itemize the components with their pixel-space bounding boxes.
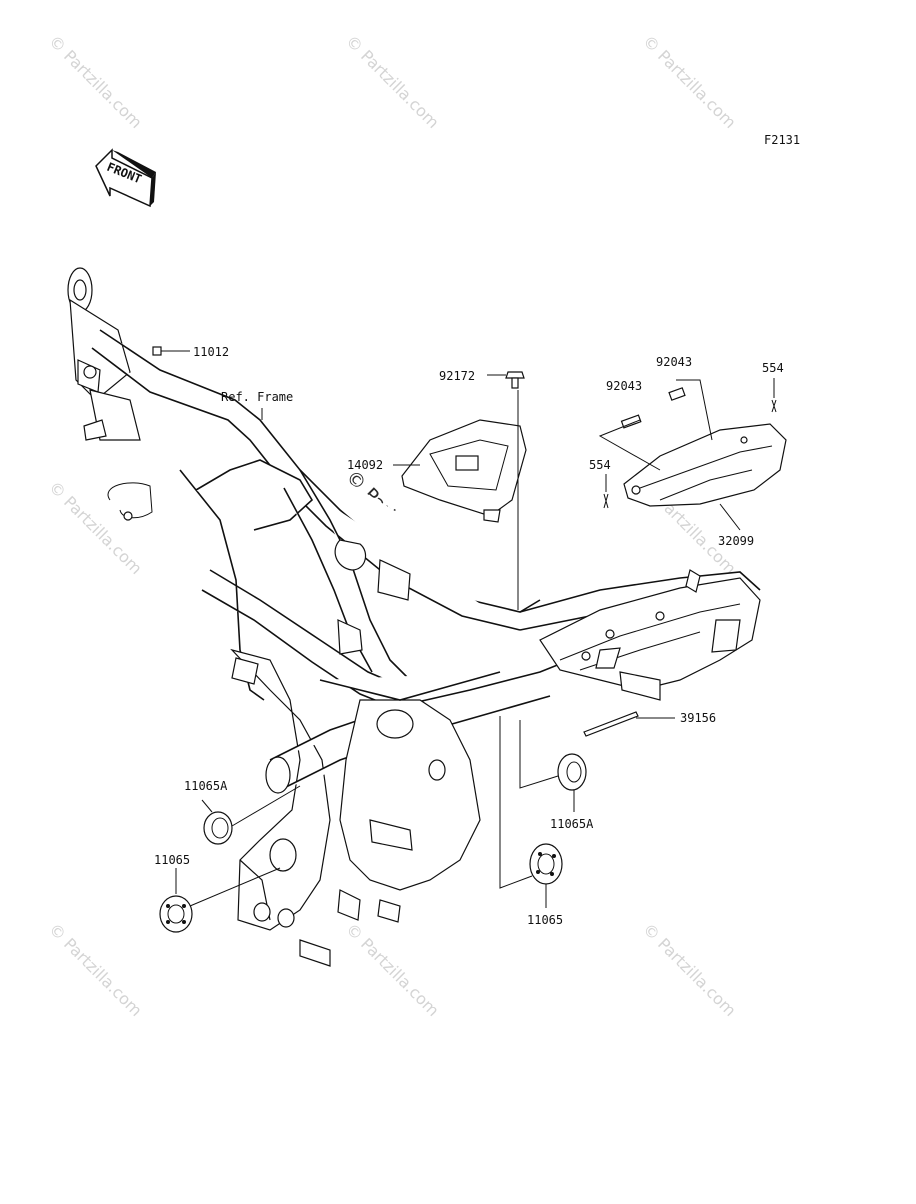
label-14092: 14092 xyxy=(347,458,383,472)
part-554-clip-a xyxy=(771,399,777,413)
watermark: © Partzilla.com xyxy=(639,31,740,132)
label-554-b: 554 xyxy=(589,458,611,472)
part-11065-cap-right xyxy=(529,843,563,885)
label-92172: 92172 xyxy=(439,369,475,383)
leader-lines xyxy=(161,350,775,908)
part-11065-cap-left xyxy=(159,895,193,933)
watermark: © Partzilla.com xyxy=(342,919,443,1020)
part-11065A-cap-right xyxy=(557,753,587,791)
part-32099-cover xyxy=(623,423,787,507)
label-92043-b: 92043 xyxy=(606,379,642,393)
part-39156-rod xyxy=(583,711,639,737)
label-ref-frame: Ref. Frame xyxy=(221,390,293,404)
watermark: © Partzilla.com xyxy=(45,477,146,578)
watermark: © Partzilla.com xyxy=(342,31,443,132)
watermark: © Partzilla.com xyxy=(45,919,146,1020)
label-11012: 11012 xyxy=(193,345,229,359)
label-554-a: 554 xyxy=(762,361,784,375)
label-92043-a: 92043 xyxy=(656,355,692,369)
watermark: © Partzilla.com xyxy=(45,31,146,132)
diagram-code: F2131 xyxy=(764,133,800,147)
part-554-clip-b xyxy=(603,493,609,509)
label-11065-right: 11065 xyxy=(527,913,563,927)
label-39156: 39156 xyxy=(680,711,716,725)
motorcycle-frame xyxy=(67,267,761,967)
label-32099: 32099 xyxy=(718,534,754,548)
front-arrow-icon: FRONT xyxy=(95,148,156,208)
part-92043-bolt-a xyxy=(668,387,686,401)
part-14092-bracket xyxy=(401,419,527,523)
watermark: © Partzilla.com xyxy=(639,919,740,1020)
part-11012-plug xyxy=(152,346,162,356)
label-11065A-left: 11065A xyxy=(184,779,228,793)
label-11065A-right: 11065A xyxy=(550,817,594,831)
label-11065-left: 11065 xyxy=(154,853,190,867)
part-92043-bolt-b xyxy=(620,414,642,429)
part-92172-screw xyxy=(505,371,525,389)
part-11065A-cap-left xyxy=(203,811,233,845)
